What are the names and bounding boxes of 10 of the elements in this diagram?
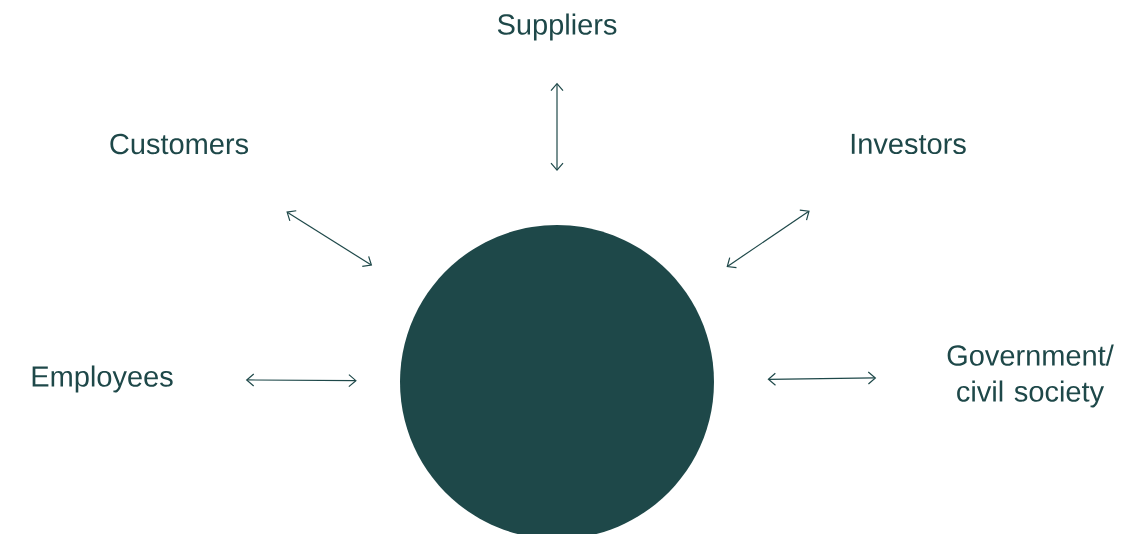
stakeholder-label: Customers <box>110 133 249 155</box>
stakeholder-label: Employees <box>32 365 173 393</box>
stakeholder-label: Suppliers <box>497 13 617 41</box>
stakeholder-label: Investors <box>851 133 966 155</box>
double-arrow <box>726 209 810 269</box>
double-arrow <box>286 210 373 268</box>
double-arrow <box>550 82 564 172</box>
double-arrow <box>245 373 357 388</box>
double-arrow <box>767 371 877 386</box>
stakeholder-label: Government/ civil society <box>947 344 1114 408</box>
